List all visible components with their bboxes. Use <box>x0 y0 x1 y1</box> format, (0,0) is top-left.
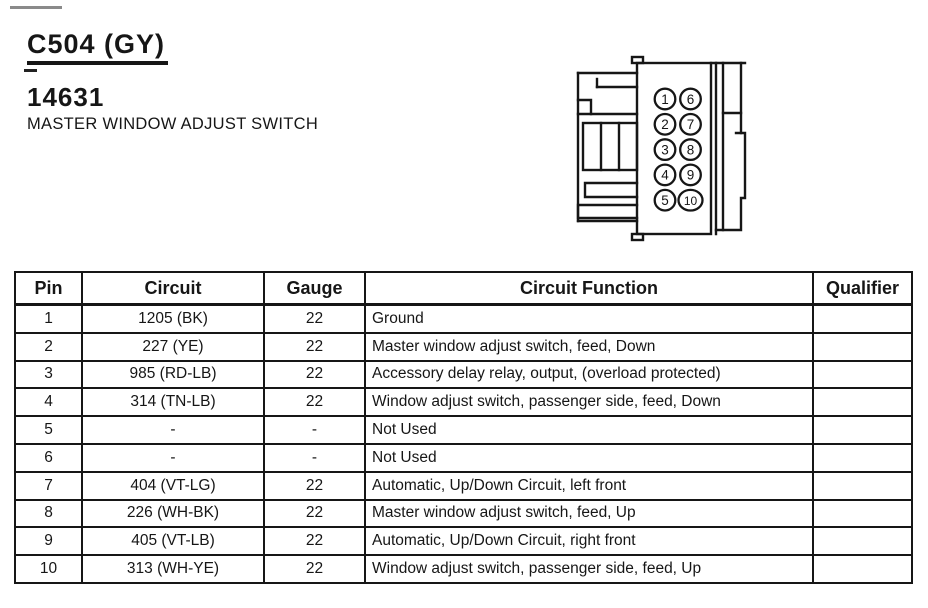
qualifier-cell <box>812 526 913 557</box>
circuit-cell: 226 (WH-BK) <box>81 498 265 529</box>
pin-number: 3 <box>661 142 669 157</box>
table-row: 1 1205 (BK) 22 Ground <box>14 303 913 334</box>
circuit-cell: 313 (WH-YE) <box>81 554 265 584</box>
gauge-cell: 22 <box>263 470 366 501</box>
gauge-cell: - <box>263 442 366 473</box>
gauge-cell: 22 <box>263 303 366 334</box>
table-row: 4 314 (TN-LB) 22 Window adjust switch, p… <box>14 387 913 418</box>
pin-cell: 8 <box>14 498 83 529</box>
gauge-cell: 22 <box>263 387 366 418</box>
pin-circle <box>679 163 702 187</box>
pin-number: 1 <box>661 92 669 107</box>
part-number: 14631 <box>27 82 105 112</box>
circuit-function-cell: Accessory delay relay, output, (overload… <box>364 359 814 390</box>
connector-body-outline <box>630 55 747 242</box>
pin-circle <box>653 163 677 187</box>
connector-latch-profile <box>576 71 639 223</box>
circuit-function-cell: Master window adjust switch, feed, Down <box>364 331 814 362</box>
circuit-function-cell: Ground <box>364 303 814 334</box>
header: C504 (GY) <box>27 29 169 65</box>
circuit-function-cell: Not Used <box>364 442 814 473</box>
qualifier-cell <box>812 359 913 390</box>
pin-circle <box>653 112 677 136</box>
scan-artifact <box>24 69 37 72</box>
connector-id-title: C504 (GY) <box>27 29 169 65</box>
table-row: 5 - - Not Used <box>14 415 913 445</box>
pin-cell: 3 <box>14 359 83 390</box>
circuit-function-cell: Master window adjust switch, feed, Up <box>364 498 814 529</box>
table-row: 3 985 (RD-LB) 22 Accessory delay relay, … <box>14 359 913 390</box>
qualifier-cell <box>812 554 913 584</box>
circuit-cell: 985 (RD-LB) <box>81 359 265 390</box>
pin-circle <box>653 188 677 212</box>
pin-number: 9 <box>687 168 695 183</box>
pin-cell: 10 <box>14 554 83 584</box>
pin-circle <box>679 112 702 136</box>
connector-diagram: 1 2 3 4 5 6 7 8 9 10 <box>576 55 747 242</box>
circuit-cell: 1205 (BK) <box>81 303 265 334</box>
column-header-qualifier: Qualifier <box>812 271 913 306</box>
circuit-function-cell: Not Used <box>364 415 814 445</box>
column-header-gauge: Gauge <box>263 271 366 306</box>
pin-cell: 4 <box>14 387 83 418</box>
pin-cell: 6 <box>14 442 83 473</box>
qualifier-cell <box>812 498 913 529</box>
gauge-cell: 22 <box>263 498 366 529</box>
circuit-cell: 314 (TN-LB) <box>81 387 265 418</box>
gauge-cell: - <box>263 415 366 445</box>
qualifier-cell <box>812 470 913 501</box>
circuit-function-cell: Window adjust switch, passenger side, fe… <box>364 554 814 584</box>
pin-cell: 5 <box>14 415 83 445</box>
circuit-cell: - <box>81 415 265 445</box>
pin-number: 7 <box>687 117 695 132</box>
pin-number: 4 <box>661 168 669 183</box>
table-row: 8 226 (WH-BK) 22 Master window adjust sw… <box>14 498 913 529</box>
pin-number: 8 <box>687 142 695 157</box>
table-row: 7 404 (VT-LG) 22 Automatic, Up/Down Circ… <box>14 470 913 501</box>
pin-number: 10 <box>684 194 698 208</box>
pin-cell: 2 <box>14 331 83 362</box>
circuit-cell: 405 (VT-LB) <box>81 526 265 557</box>
qualifier-cell <box>812 415 913 445</box>
pin-number: 5 <box>661 193 669 208</box>
pinout-table-body: 1 1205 (BK) 22 Ground 2 227 (YE) 22 Mast… <box>14 303 913 584</box>
pinout-table-header: Pin Circuit Gauge Circuit Function Quali… <box>14 271 913 306</box>
qualifier-cell <box>812 442 913 473</box>
scan-artifact <box>10 6 62 9</box>
qualifier-cell <box>812 331 913 362</box>
pin-number: 2 <box>661 117 669 132</box>
table-row: 2 227 (YE) 22 Master window adjust switc… <box>14 331 913 362</box>
circuit-function-cell: Automatic, Up/Down Circuit, left front <box>364 470 814 501</box>
pin-circle <box>677 188 704 212</box>
pinout-table: Pin Circuit Gauge Circuit Function Quali… <box>14 271 913 584</box>
column-header-pin: Pin <box>14 271 83 306</box>
circuit-function-cell: Automatic, Up/Down Circuit, right front <box>364 526 814 557</box>
gauge-cell: 22 <box>263 331 366 362</box>
pin-circle <box>679 138 702 162</box>
circuit-cell: 227 (YE) <box>81 331 265 362</box>
table-row: 6 - - Not Used <box>14 442 913 473</box>
gauge-cell: 22 <box>263 359 366 390</box>
table-row: 10 313 (WH-YE) 22 Window adjust switch, … <box>14 554 913 584</box>
pin-circle <box>679 87 702 111</box>
gauge-cell: 22 <box>263 526 366 557</box>
column-header-circuit-function: Circuit Function <box>364 271 814 306</box>
connector-pins: 1 2 3 4 5 6 7 8 9 10 <box>653 87 704 212</box>
pin-circle <box>653 138 677 162</box>
qualifier-cell <box>812 387 913 418</box>
pin-cell: 9 <box>14 526 83 557</box>
pin-cell: 1 <box>14 303 83 334</box>
gauge-cell: 22 <box>263 554 366 584</box>
pin-circle <box>653 87 677 111</box>
pin-number: 6 <box>687 92 695 107</box>
connector-description: MASTER WINDOW ADJUST SWITCH <box>27 115 319 133</box>
column-header-circuit: Circuit <box>81 271 265 306</box>
pin-cell: 7 <box>14 470 83 501</box>
qualifier-cell <box>812 303 913 334</box>
circuit-cell: - <box>81 442 265 473</box>
table-row: 9 405 (VT-LB) 22 Automatic, Up/Down Circ… <box>14 526 913 557</box>
circuit-cell: 404 (VT-LG) <box>81 470 265 501</box>
circuit-function-cell: Window adjust switch, passenger side, fe… <box>364 387 814 418</box>
